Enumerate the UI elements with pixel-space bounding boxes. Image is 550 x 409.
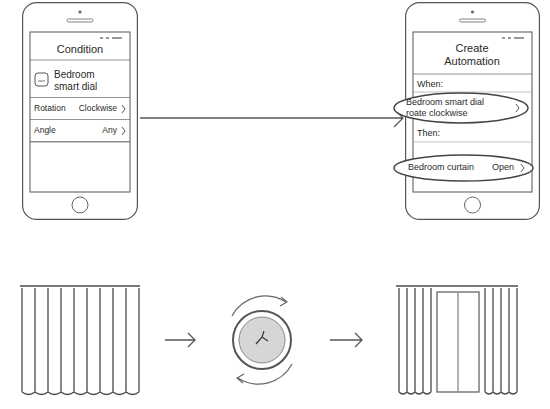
closed-curtain [20, 286, 140, 395]
settings-row: Rotation Clockwise [30, 98, 130, 120]
phone-body [23, 3, 138, 220]
line-art [20, 285, 140, 286]
line-art [399, 288, 517, 394]
line-art [256, 331, 268, 344]
line-art [457, 292, 458, 392]
camera [471, 10, 474, 13]
camera [78, 10, 81, 13]
chevron [521, 164, 524, 172]
text-slot: Create Automation [432, 42, 512, 67]
item-value: Any [102, 125, 117, 135]
text-slot: Condition [30, 43, 130, 56]
line-art [233, 311, 291, 369]
item-title: Bedroom smart dial roate clockwise [406, 97, 506, 119]
text-slot: Any [102, 125, 117, 135]
speaker [67, 19, 93, 22]
item-title: Bedroom smart dial [54, 69, 112, 93]
chevron [516, 104, 519, 112]
line-art [396, 285, 518, 286]
open-curtain [396, 286, 518, 394]
item-title: Angle [34, 125, 56, 135]
smart-dial [232, 296, 292, 384]
item-title: Create Automation [432, 42, 512, 67]
highlighted-item: Bedroom smart dial roate clockwise [393, 92, 529, 124]
home-button [465, 197, 481, 213]
item-value: Clockwise [79, 103, 117, 113]
chevron [122, 105, 125, 113]
text-slot: Bedroom curtain [408, 162, 474, 173]
highlight-ellipse [394, 155, 533, 181]
line-art [239, 317, 285, 363]
section-label: When: [417, 79, 443, 89]
phone-screen: Create AutomationBedroom smart dial roat… [405, 2, 540, 220]
settings-row: Angle Any [30, 120, 130, 142]
section-label: Then: [417, 128, 440, 138]
text-slot: Open [492, 162, 514, 173]
text-slot: Rotation [34, 103, 66, 113]
line-art [437, 292, 479, 392]
line-art [237, 374, 244, 383]
text-slot: Clockwise [79, 103, 117, 113]
line-art [280, 297, 287, 306]
text-slot: Bedroom smart dial roate clockwise [406, 97, 506, 119]
item-title: Condition [30, 43, 130, 56]
divider [30, 119, 130, 120]
text-slot: Bedroom smart dial [54, 69, 112, 93]
divider [30, 97, 130, 98]
home-button [72, 197, 88, 213]
chevron [122, 127, 125, 135]
device-icon-line [38, 81, 45, 82]
item-title: Rotation [34, 103, 66, 113]
divider [30, 141, 130, 142]
divider [30, 60, 130, 61]
line-art [165, 333, 195, 347]
flow-arrow [140, 109, 403, 127]
status-icons [502, 37, 524, 38]
text-slot: Angle [34, 125, 56, 135]
divider [413, 74, 532, 75]
line-art [22, 288, 139, 395]
item-value: Open [492, 162, 514, 173]
phone-screen: ConditionBedroom smart dialRotation Clock… [22, 2, 138, 220]
screen [30, 32, 130, 192]
item-title: Bedroom curtain [408, 162, 474, 173]
line-art [330, 333, 362, 347]
highlight-ellipse [394, 93, 528, 123]
divider [30, 142, 130, 143]
highlighted-item: Bedroom curtain Open [393, 154, 534, 182]
speaker [460, 19, 486, 22]
status-icons [100, 37, 122, 38]
device-icon [35, 73, 48, 86]
settings-row: Bedroom smart dial [30, 64, 130, 98]
